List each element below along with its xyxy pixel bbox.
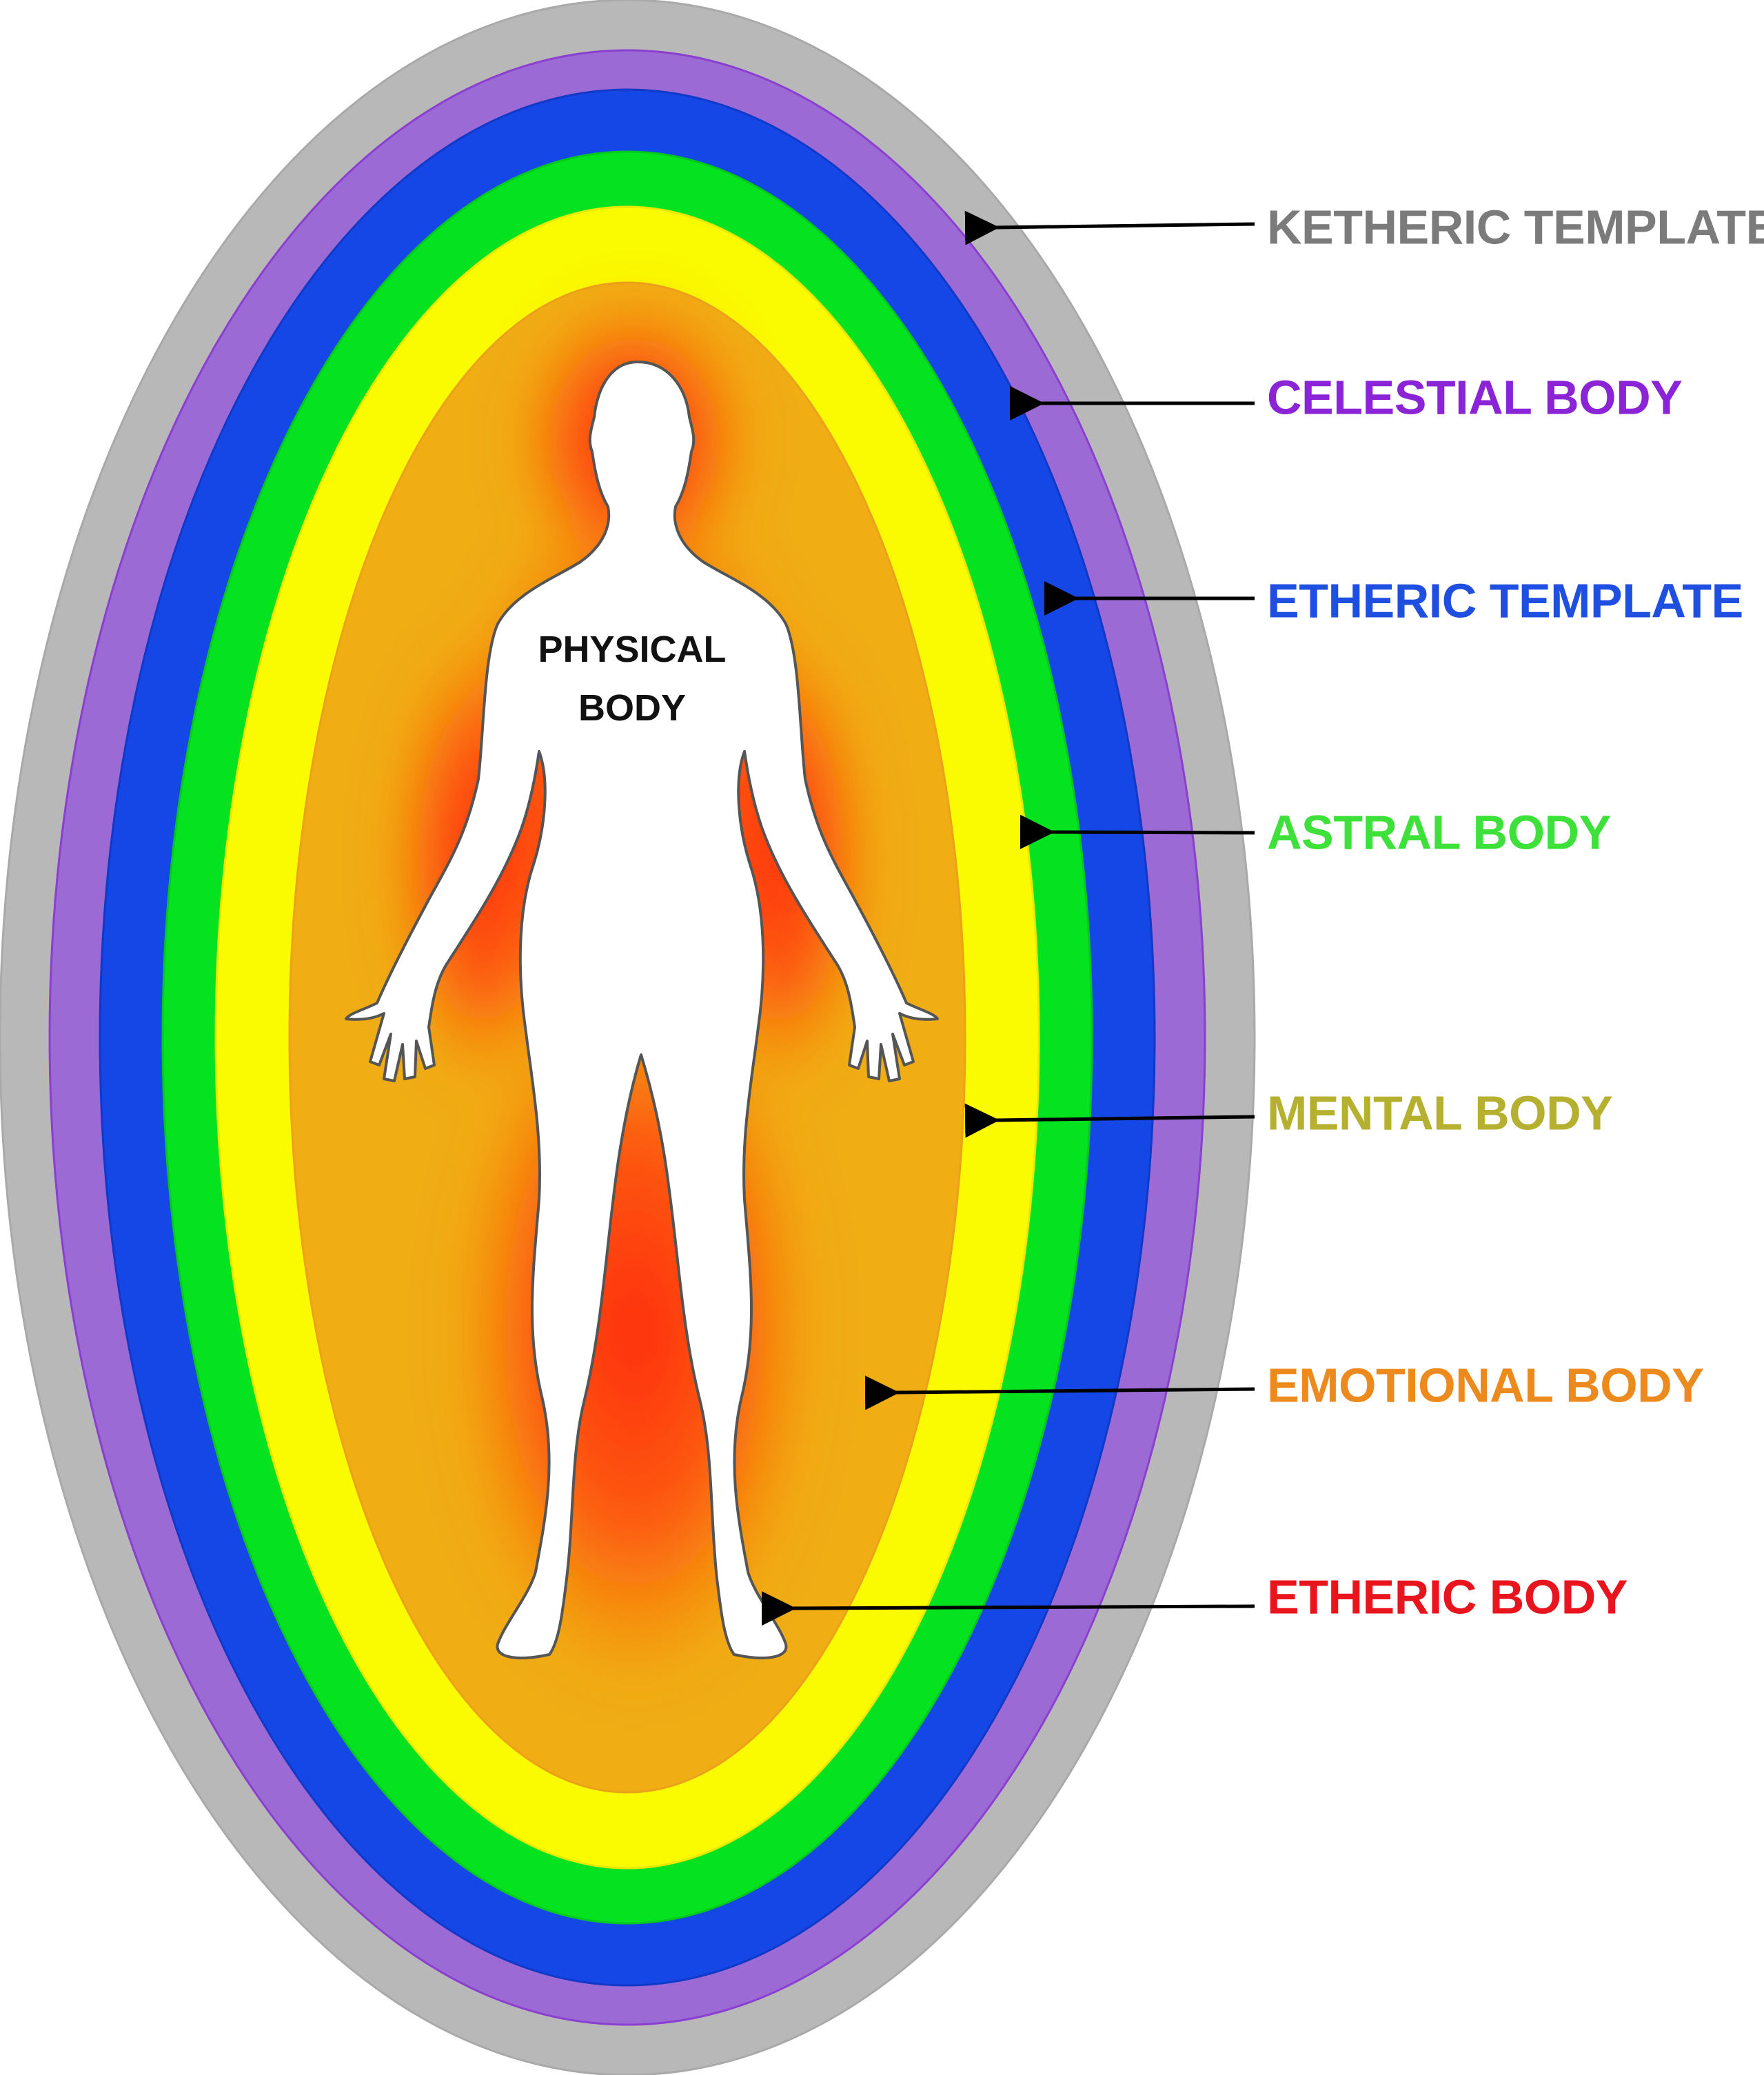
label-group-astral-body: ASTRAL BODY bbox=[1020, 805, 1611, 859]
physical-body-label-line2: BODY bbox=[578, 687, 686, 729]
physical-body-label-line1: PHYSICAL bbox=[538, 629, 726, 670]
arrow-etheric-body bbox=[761, 1591, 1255, 1626]
label-mental-body: MENTAL BODY bbox=[1267, 1086, 1612, 1140]
arrow-astral-body bbox=[1020, 814, 1255, 849]
label-group-celestial-body: CELESTIAL BODY bbox=[1010, 370, 1683, 424]
label-celestial-body: CELESTIAL BODY bbox=[1267, 370, 1682, 424]
human-figure-icon bbox=[345, 361, 939, 1659]
label-group-etheric-body: ETHERIC BODY bbox=[761, 1570, 1628, 1626]
label-astral-body: ASTRAL BODY bbox=[1267, 805, 1611, 859]
physical-body-silhouette: PHYSICAL BODY bbox=[345, 361, 939, 1659]
label-group-etheric-template: ETHERIC TEMPLATE bbox=[1044, 574, 1743, 627]
layer-labels: KETHERIC TEMPLATE CELESTIAL BODY ETHERIC… bbox=[761, 200, 1764, 1626]
label-etheric-template: ETHERIC TEMPLATE bbox=[1267, 574, 1743, 627]
arrow-emotional-body bbox=[864, 1375, 1255, 1410]
label-group-emotional-body: EMOTIONAL BODY bbox=[864, 1358, 1704, 1412]
label-group-ketheric-template: KETHERIC TEMPLATE bbox=[964, 200, 1764, 254]
label-emotional-body: EMOTIONAL BODY bbox=[1267, 1358, 1703, 1412]
label-etheric-body: ETHERIC BODY bbox=[1267, 1570, 1628, 1623]
arrow-mental-body bbox=[964, 1103, 1255, 1138]
label-ketheric-template: KETHERIC TEMPLATE bbox=[1267, 200, 1764, 254]
arrow-ketheric-template bbox=[964, 210, 1255, 245]
label-group-mental-body: MENTAL BODY bbox=[964, 1086, 1613, 1140]
